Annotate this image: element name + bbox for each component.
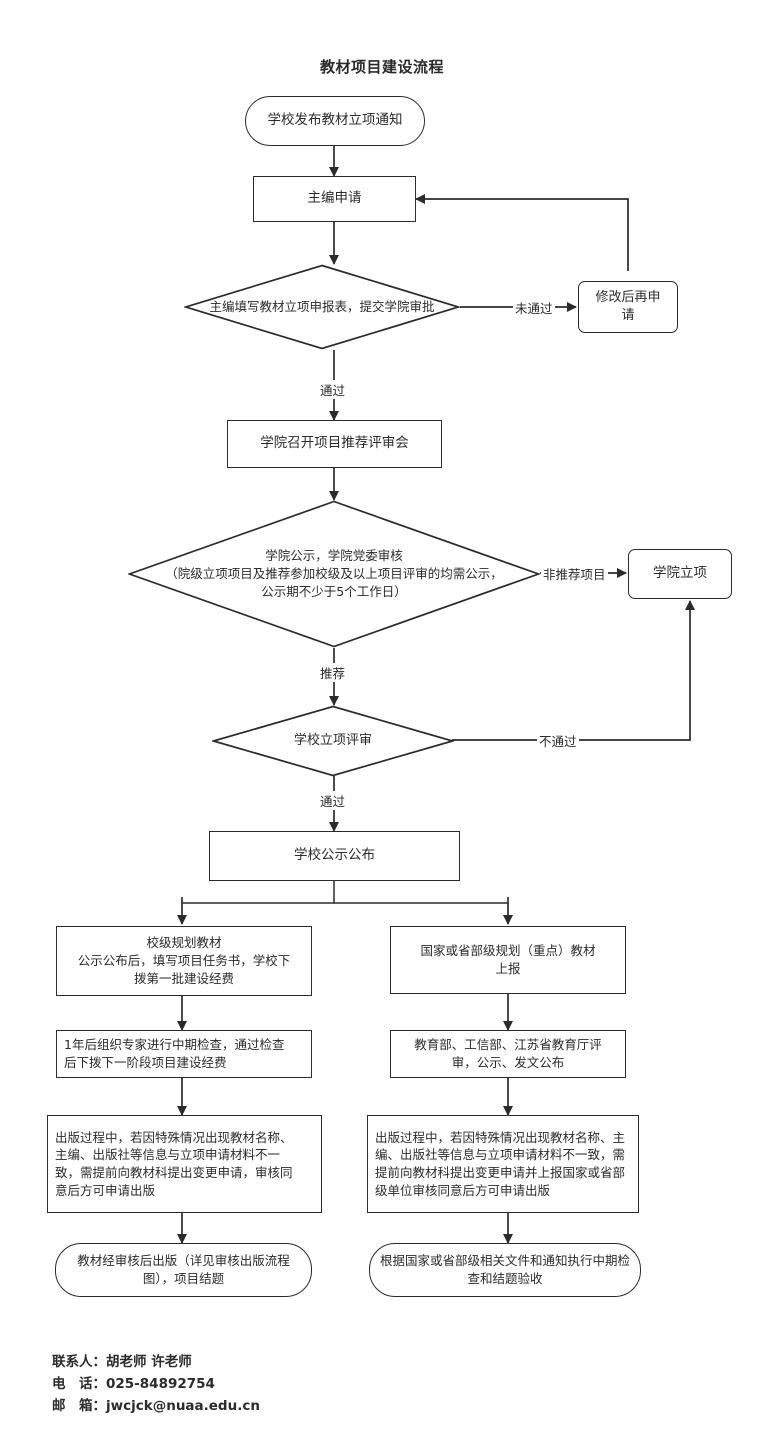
node-national-level-textbook-label: 国家或省部级规划（重点）教材 上报 (420, 943, 596, 976)
node-end-left-label: 教材经审核后出版（详见审核出版流程 图），项目结题 (77, 1253, 290, 1286)
node-midterm-check-left[interactable]: 1年后组织专家进行中期检查，通过检查 后下拨下一阶段项目建设经费 (56, 1030, 312, 1078)
node-end-left[interactable]: 教材经审核后出版（详见审核出版流程 图），项目结题 (55, 1243, 312, 1297)
node-college-project[interactable]: 学院立项 (628, 549, 732, 599)
node-change-apply-left-label: 出版过程中，若因特殊情况出现教材名称、 主编、出版社等信息与立项申请材料不一 致… (55, 1129, 293, 1198)
node-school-level-textbook-label: 校级规划教材 公示公布后，填写项目任务书，学校下 拨第一批建设经费 (77, 935, 291, 986)
node-midterm-check-left-label: 1年后组织专家进行中期检查，通过检查 后下拨下一阶段项目建设经费 (64, 1037, 285, 1070)
node-college-meeting[interactable]: 学院召开项目推荐评审会 (227, 420, 442, 468)
node-fill-form-decision[interactable]: 主编填写教材立项申报表，提交学院审批 (184, 264, 460, 350)
node-start-notice[interactable]: 学校发布教材立项通知 (245, 96, 425, 146)
node-fill-form-decision-label: 主编填写教材立项申报表，提交学院审批 (209, 299, 435, 315)
diamond-shape (184, 264, 460, 350)
node-school-level-textbook[interactable]: 校级规划教材 公示公布后，填写项目任务书，学校下 拨第一批建设经费 (56, 926, 312, 996)
node-revise-reapply[interactable]: 修改后再申 请 (578, 281, 678, 333)
node-college-publicity-decision[interactable]: 学院公示，学院党委审核 （院级立项项目及推荐参加校级及以上项目评审的均需公示， … (128, 500, 540, 648)
node-college-publicity-decision-label: 学院公示，学院党委审核 （院级立项项目及推荐参加校级及以上项目评审的均需公示， … (165, 548, 503, 599)
node-start-notice-label: 学校发布教材立项通知 (267, 112, 403, 129)
node-college-meeting-label: 学院召开项目推荐评审会 (260, 435, 409, 452)
node-editor-apply-label: 主编申请 (307, 190, 362, 207)
footer-phone-line: 电 话：025-84892754 (52, 1375, 215, 1392)
node-school-publicity[interactable]: 学校公示公布 (209, 831, 460, 881)
node-change-apply-left[interactable]: 出版过程中，若因特殊情况出现教材名称、 主编、出版社等信息与立项申请材料不一 致… (47, 1115, 322, 1213)
node-end-right[interactable]: 根据国家或省部级相关文件和通知执行中期检 查和结题验收 (369, 1243, 641, 1297)
node-national-level-textbook[interactable]: 国家或省部级规划（重点）教材 上报 (390, 926, 626, 994)
edge-label-passed-2: 通过 (318, 791, 348, 810)
node-ministry-review-right[interactable]: 教育部、工信部、江苏省教育厅评 审，公示、发文公布 (390, 1030, 626, 1078)
node-change-apply-right-label: 出版过程中，若因特殊情况出现教材名称、主 编、出版社等信息与立项申请材料不一致，… (375, 1129, 626, 1198)
diamond-shape (128, 500, 540, 648)
node-school-review-decision-label: 学校立项评审 (293, 732, 372, 748)
node-school-review-decision[interactable]: 学校立项评审 (212, 705, 454, 777)
edge-label-recommended: 推荐 (318, 663, 348, 682)
node-college-project-label: 学院立项 (653, 565, 707, 582)
contact-footer: 联系人：胡老师 许老师 电 话：025-84892754 邮 箱：jwcjck@… (52, 1352, 260, 1418)
edge-label-not-recommended: 非推荐项目 (541, 564, 608, 583)
footer-email-line: 邮 箱：jwcjck@nuaa.edu.cn (52, 1397, 260, 1414)
edge-label-not-passed-2: 不通过 (537, 731, 579, 750)
node-editor-apply[interactable]: 主编申请 (253, 176, 416, 222)
edge-label-passed-1: 通过 (318, 380, 348, 399)
footer-contact-line: 联系人：胡老师 许老师 (52, 1354, 192, 1370)
node-ministry-review-right-label: 教育部、工信部、江苏省教育厅评 审，公示、发文公布 (414, 1037, 602, 1070)
page-title: 教材项目建设流程 (319, 58, 444, 76)
node-end-right-label: 根据国家或省部级相关文件和通知执行中期检 查和结题验收 (379, 1253, 630, 1286)
edge-label-not-passed-1: 未通过 (513, 298, 555, 317)
node-change-apply-right[interactable]: 出版过程中，若因特殊情况出现教材名称、主 编、出版社等信息与立项申请材料不一致，… (367, 1115, 639, 1213)
node-school-publicity-label: 学校公示公布 (294, 847, 375, 864)
node-revise-reapply-label: 修改后再申 请 (595, 289, 661, 323)
diamond-shape (212, 705, 454, 777)
